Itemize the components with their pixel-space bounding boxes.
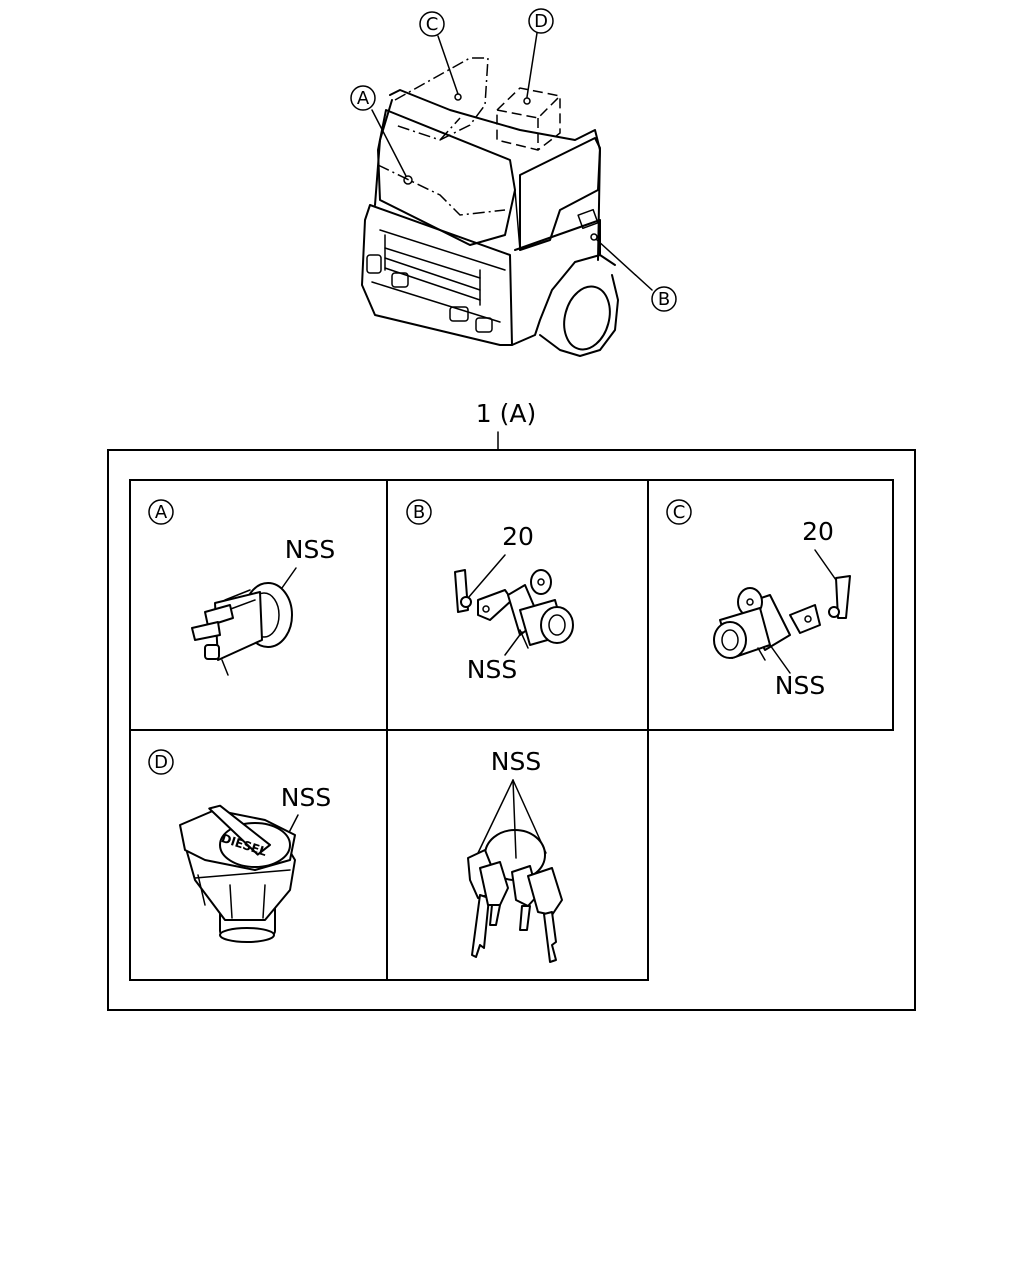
svg-text:A: A (357, 88, 370, 109)
panel-keys (386, 729, 649, 981)
svg-text:NSS: NSS (491, 747, 541, 776)
svg-text:C: C (426, 14, 439, 35)
svg-text:B: B (658, 289, 670, 310)
assembly-frame (107, 449, 916, 1011)
door-lock-cylinder-c (713, 587, 821, 661)
panel-d-content: D NSS DIESEL (148, 749, 331, 943)
svg-text:D: D (154, 752, 168, 773)
ignition-lock-cylinder (191, 582, 293, 676)
svg-text:20: 20 (502, 522, 534, 551)
callout-b-truck: B (651, 286, 677, 312)
svg-text:20: 20 (802, 517, 834, 546)
panel-keys-content: NSS (467, 747, 563, 963)
svg-text:D: D (534, 11, 548, 32)
callout-a-truck: A (350, 85, 376, 111)
door-lock-bracket-c (828, 575, 851, 619)
panel-a-content: A NSS (148, 499, 335, 676)
callout-c-truck: C (419, 11, 445, 37)
panel-c (647, 479, 894, 731)
door-lock-cylinder-b (477, 569, 574, 649)
key-set (467, 829, 563, 963)
svg-text:A: A (155, 502, 168, 523)
svg-text:NSS: NSS (467, 655, 517, 684)
truck-cab-illustration (361, 32, 653, 357)
door-lock-bracket (454, 569, 472, 613)
svg-text:NSS: NSS (281, 783, 331, 812)
fuel-tank-cap: DIESEL (179, 804, 296, 943)
svg-text:NSS: NSS (775, 671, 825, 700)
panel-c-content: C 20 NSS (666, 499, 851, 700)
assembly-label: 1 (A) (476, 399, 536, 428)
roof-box-hidden-outline (496, 87, 561, 151)
panel-b-content: B 20 NSS (406, 499, 574, 684)
callout-d-truck: D (528, 8, 554, 34)
svg-text:C: C (673, 502, 686, 523)
svg-text:NSS: NSS (285, 535, 335, 564)
svg-text:B: B (413, 502, 425, 523)
